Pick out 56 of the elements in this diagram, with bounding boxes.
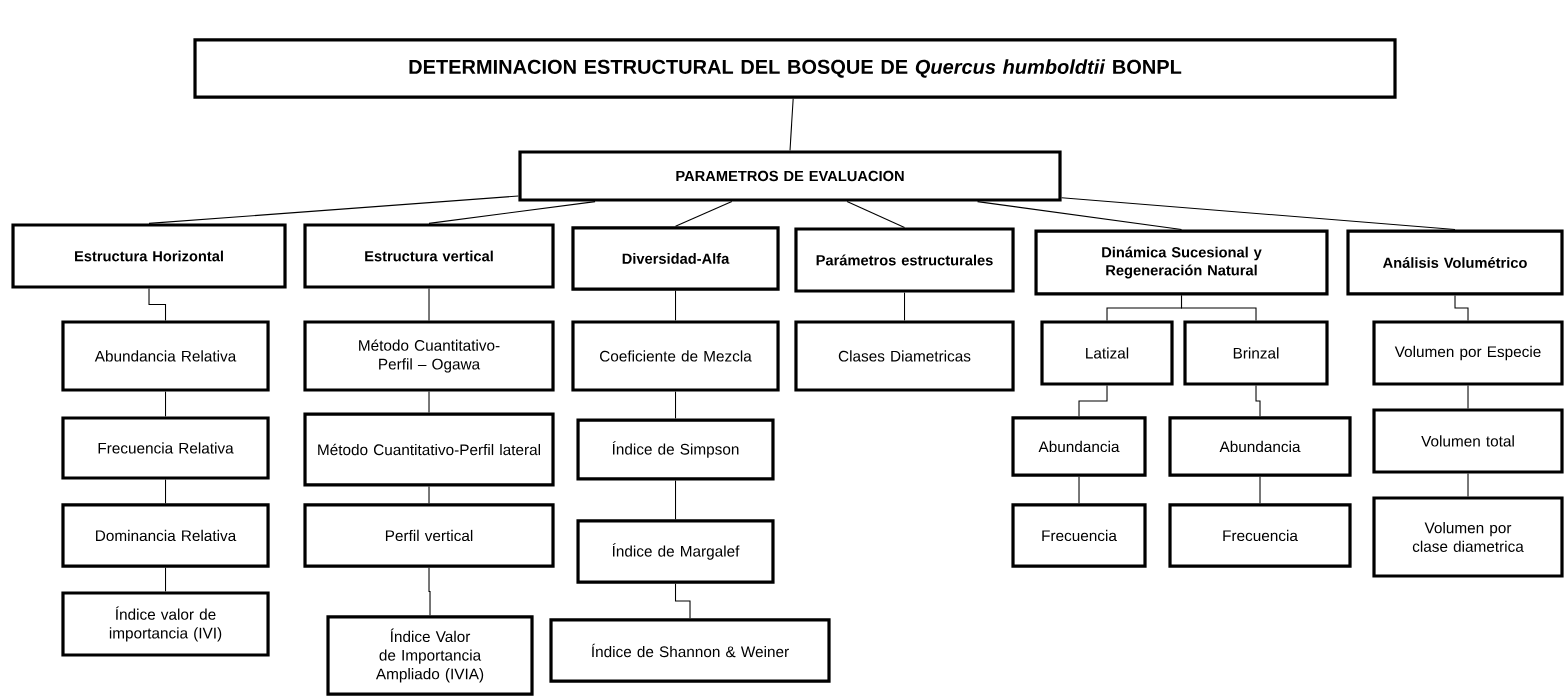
item-box: Clases Diametricas	[794, 320, 1015, 392]
connector-line	[1078, 385, 1108, 417]
connector-line	[1180, 295, 1257, 321]
item-box: Perfil vertical	[303, 503, 555, 568]
connector-line	[1259, 476, 1261, 504]
connector-line	[148, 288, 167, 321]
item-box: Índice de Simpson	[576, 418, 775, 481]
connector-line	[1467, 385, 1469, 409]
category-box: Estructura vertical	[303, 223, 555, 289]
category-box: Dinámica Sucesional y Regeneración Natural	[1034, 229, 1329, 296]
item-box: Brinzal	[1183, 320, 1329, 386]
connector-line	[428, 486, 430, 504]
connector-line	[165, 479, 167, 504]
item-box: Índice de Margalef	[576, 519, 775, 584]
connector-line	[1255, 385, 1261, 417]
connector-line	[428, 288, 430, 321]
connector-line	[674, 583, 691, 619]
connector-line	[789, 98, 794, 151]
item-box: Coeficiente de Mezcla	[571, 320, 780, 392]
item-box: Volumen por clase diametrica	[1372, 496, 1564, 578]
title-box: DETERMINACION ESTRUCTURAL DEL BOSQUE DE Quercus humboldtii BONPL	[193, 38, 1397, 99]
item-box: Frecuencia	[1168, 503, 1352, 568]
connector-line	[428, 201, 596, 224]
connector-line	[674, 290, 677, 321]
item-box: Volumen total	[1372, 408, 1564, 474]
item-box: Abundancia	[1011, 416, 1147, 477]
connector-line	[1467, 473, 1469, 497]
item-box: Frecuencia Relativa	[61, 416, 270, 480]
connector-line	[428, 391, 430, 413]
item-box: Volumen por Especie	[1372, 320, 1564, 386]
item-box: Método Cuantitativo-Perfil lateral	[303, 412, 555, 487]
category-box: PARAMETROS DE EVALUACION	[518, 150, 1062, 202]
item-box: Dominancia Relativa	[61, 503, 270, 568]
item-box: Abundancia	[1168, 416, 1352, 477]
item-box: Método Cuantitativo-Perfil – Ogawa	[303, 320, 555, 392]
connector-line	[428, 567, 431, 616]
item-box: Frecuencia	[1011, 503, 1147, 568]
connector-line	[674, 391, 677, 419]
item-box: Índice de Shannon & Weiner	[549, 618, 831, 683]
connector-line	[165, 391, 167, 417]
connector-line	[903, 292, 906, 321]
item-box: Latizal	[1040, 320, 1174, 386]
connector-line	[1061, 197, 1456, 230]
connector-line	[674, 480, 677, 520]
category-box: Parámetros estructurales	[794, 227, 1015, 293]
item-box: Índice valor de importancia (IVI)	[61, 591, 270, 657]
item-box: Abundancia Relativa	[61, 320, 270, 392]
connector-line	[148, 195, 519, 224]
category-box: Diversidad-Alfa	[571, 226, 780, 291]
connector-line	[1078, 476, 1080, 504]
connector-line	[1454, 295, 1469, 321]
item-box: Índice Valor de Importancia Ampliado (IVIA)	[326, 615, 534, 696]
category-box: Análisis Volumétrico	[1346, 229, 1564, 296]
category-box: Estructura Horizontal	[11, 223, 287, 289]
connector-line	[165, 567, 167, 592]
connector-line	[977, 201, 1183, 230]
